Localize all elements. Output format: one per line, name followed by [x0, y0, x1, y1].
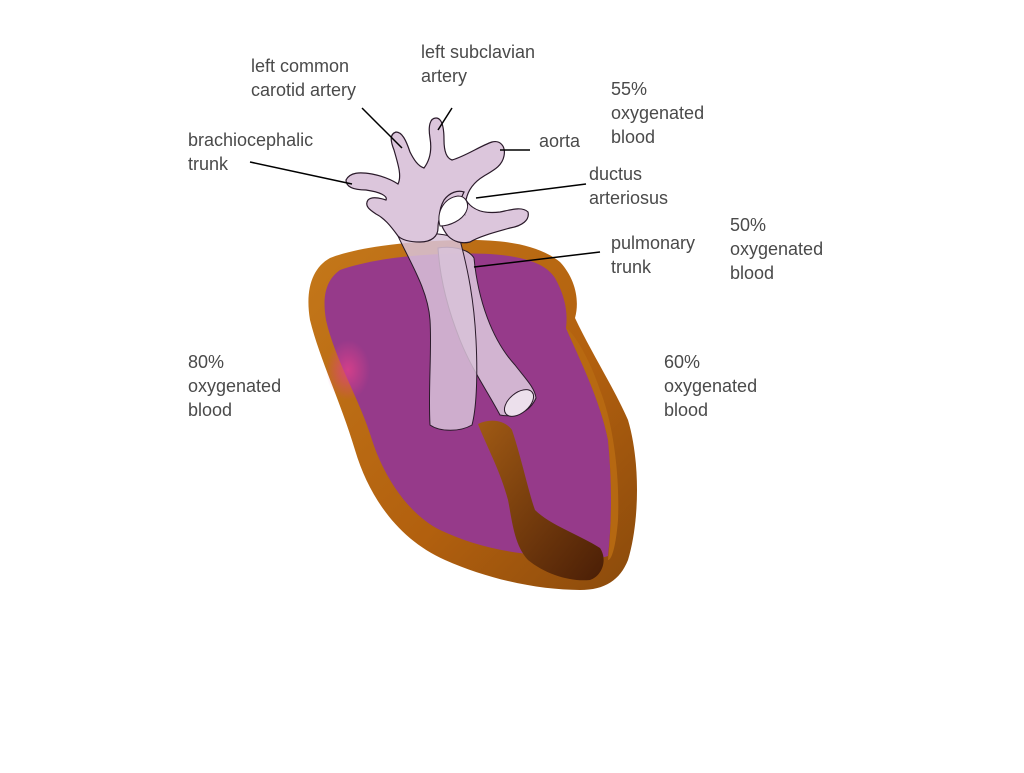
left-chamber-highlight: [326, 340, 370, 400]
oxygenation-aorta-level: 55% oxygenated blood: [611, 77, 704, 149]
oxygenation-pulmonary-level: 50% oxygenated blood: [730, 213, 823, 285]
label-line: blood: [664, 400, 709, 420]
label-line: brachiocephalic: [188, 130, 314, 150]
leader-line-pulmonary-trunk: [473, 251, 601, 268]
label-ductus-arteriosus: ductus arteriosus: [589, 162, 668, 210]
leader-line-left-subclavian: [437, 107, 453, 131]
leader-line-brachiocephalic: [249, 161, 353, 185]
label-line: oxygenated: [188, 376, 282, 396]
label-line: ductus: [589, 164, 643, 184]
label-brachiocephalic-trunk: brachiocephalic trunk: [188, 128, 313, 176]
leader-line-left-common-carotid: [361, 107, 403, 149]
label-left-common-carotid-artery: left common carotid artery: [251, 54, 356, 102]
oxygen-percent: 50%: [730, 215, 767, 235]
label-aorta: aorta: [539, 129, 580, 153]
label-line: blood: [611, 127, 656, 147]
label-line: blood: [188, 400, 233, 420]
label-line: blood: [730, 263, 775, 283]
label-line: carotid artery: [251, 80, 357, 100]
label-line: arteriosus: [589, 188, 669, 208]
oxygenation-left-side: 80% oxygenated blood: [188, 350, 281, 422]
label-line: pulmonary: [611, 233, 696, 253]
label-line: oxygenated: [664, 376, 758, 396]
label-line: oxygenated: [611, 103, 705, 123]
oxygenation-right-side: 60% oxygenated blood: [664, 350, 757, 422]
label-line: aorta: [539, 131, 581, 151]
pulmonary-trunk-opening: [503, 389, 535, 417]
label-line: oxygenated: [730, 239, 824, 259]
label-line: left common: [251, 56, 350, 76]
oxygen-percent: 80%: [188, 352, 225, 372]
oxygen-percent: 55%: [611, 79, 648, 99]
label-line: artery: [421, 66, 468, 86]
label-line: trunk: [188, 154, 229, 174]
label-left-subclavian-artery: left subclavian artery: [421, 40, 535, 88]
ductus-gap: [438, 195, 469, 227]
leader-line-ductus-arteriosus: [475, 183, 587, 199]
interventricular-septum: [478, 420, 604, 581]
label-line: left subclavian: [421, 42, 536, 62]
oxygen-percent: 60%: [664, 352, 701, 372]
aortic-arch: [345, 117, 529, 244]
label-pulmonary-trunk: pulmonary trunk: [611, 231, 695, 279]
label-line: trunk: [611, 257, 652, 277]
right-wall-edge: [566, 328, 619, 560]
